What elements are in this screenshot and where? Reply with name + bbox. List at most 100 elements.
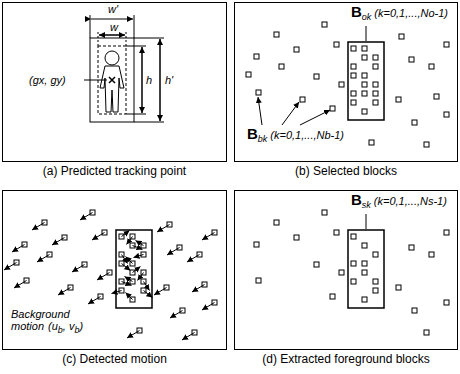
label-text: (k=0,1,...,Nb-1) — [270, 129, 344, 141]
block-square — [330, 106, 335, 111]
block-square — [409, 245, 414, 250]
dimension-line — [160, 39, 161, 121]
block-square — [351, 279, 356, 284]
block-square — [362, 73, 367, 78]
panel-caption: (b) Selected blocks — [235, 164, 457, 178]
block-square — [412, 120, 417, 125]
block-square — [444, 230, 449, 235]
block-square — [300, 97, 305, 102]
block-square — [351, 73, 356, 78]
label-group: (gx, gy) — [28, 74, 67, 86]
label-group: w — [109, 21, 119, 33]
block-square — [396, 97, 401, 102]
block-square — [373, 64, 378, 69]
block-square — [373, 252, 378, 257]
motion-arrow — [202, 303, 215, 311]
leader-line — [366, 214, 367, 229]
object-box — [116, 230, 152, 308]
dimension-line — [99, 35, 125, 36]
block-square — [362, 55, 367, 60]
subscript-label: b — [58, 325, 63, 335]
motion-arrow — [202, 233, 215, 241]
block-square — [246, 72, 251, 77]
label-text: , v — [63, 320, 75, 332]
block-square — [256, 278, 261, 283]
person-figure — [84, 15, 164, 122]
motion-arrow — [32, 223, 45, 231]
block-square — [351, 64, 356, 69]
dimension-line — [142, 47, 143, 113]
dimension-line — [160, 39, 161, 121]
subscript-label: b — [74, 325, 79, 335]
block-square — [351, 261, 356, 266]
block-square — [254, 242, 259, 247]
block-square — [424, 330, 429, 335]
block-square — [256, 90, 261, 95]
extension-line — [126, 46, 146, 47]
motion-arrow — [136, 241, 144, 246]
block-square — [373, 91, 378, 96]
motion-arrow — [187, 255, 200, 263]
block-square — [362, 297, 367, 302]
motion-arrow — [133, 267, 141, 273]
label-text: w' — [108, 3, 118, 15]
block-square — [334, 230, 339, 235]
motion-arrow — [170, 311, 183, 319]
block-square — [362, 46, 367, 51]
motion-arrow — [80, 213, 93, 221]
leader-line — [84, 80, 107, 81]
motion-arrow — [4, 263, 17, 271]
block-square — [322, 210, 327, 215]
motion-arrow — [182, 333, 195, 341]
motion-arrow — [112, 291, 122, 294]
motion-arrow — [126, 293, 133, 300]
subscript-label: sk — [362, 200, 371, 210]
block-square — [362, 82, 367, 87]
motion-arrow — [88, 297, 101, 305]
block-square — [409, 57, 414, 62]
block-square — [351, 46, 356, 51]
block-square — [429, 64, 434, 69]
label-text: h' — [165, 74, 173, 86]
block-square — [429, 252, 434, 257]
extension-line — [90, 15, 91, 38]
block-square — [351, 91, 356, 96]
motion-arrow — [300, 110, 330, 125]
block-square — [362, 270, 367, 275]
panel-frame: (d) Extracted foreground blocks — [234, 190, 458, 350]
motion-arrow — [125, 277, 133, 282]
extension-line — [126, 32, 127, 46]
motion-arrow — [72, 265, 85, 273]
motion-arrow — [37, 255, 50, 263]
panel-caption: (d) Extracted foreground blocks — [235, 352, 457, 366]
motion-arrow — [157, 225, 170, 233]
block-square — [314, 262, 319, 267]
label-text: (gx, gy) — [29, 74, 66, 86]
motion-arrow — [192, 285, 205, 293]
motion-arrow — [258, 97, 262, 125]
block-square — [444, 112, 449, 117]
block-square — [399, 34, 404, 39]
block-square — [373, 100, 378, 105]
object-box — [348, 230, 384, 308]
motion-arrow — [52, 238, 65, 246]
label-text: (u — [48, 320, 58, 332]
dimension-line — [91, 19, 133, 20]
label-text: B — [351, 3, 362, 20]
label-text: ) — [79, 320, 83, 332]
motion-arrow — [14, 281, 27, 289]
motion-arrow — [282, 102, 299, 125]
label-text: h — [146, 74, 152, 86]
block-square — [444, 42, 449, 47]
panel-caption: (a) Predicted tracking point — [3, 164, 226, 178]
label-text: B — [247, 125, 258, 142]
block-square — [314, 74, 319, 79]
motion-arrow — [134, 255, 144, 258]
tracking-point — [109, 77, 115, 83]
label-group: Bbk(k=0,1,...,Nb-1) — [246, 128, 345, 145]
motion-arrow — [167, 248, 180, 256]
label-group: w' — [107, 3, 119, 15]
subscript-label: ok — [362, 12, 372, 22]
label-text: (k=0,1,...,No-1) — [374, 7, 448, 19]
